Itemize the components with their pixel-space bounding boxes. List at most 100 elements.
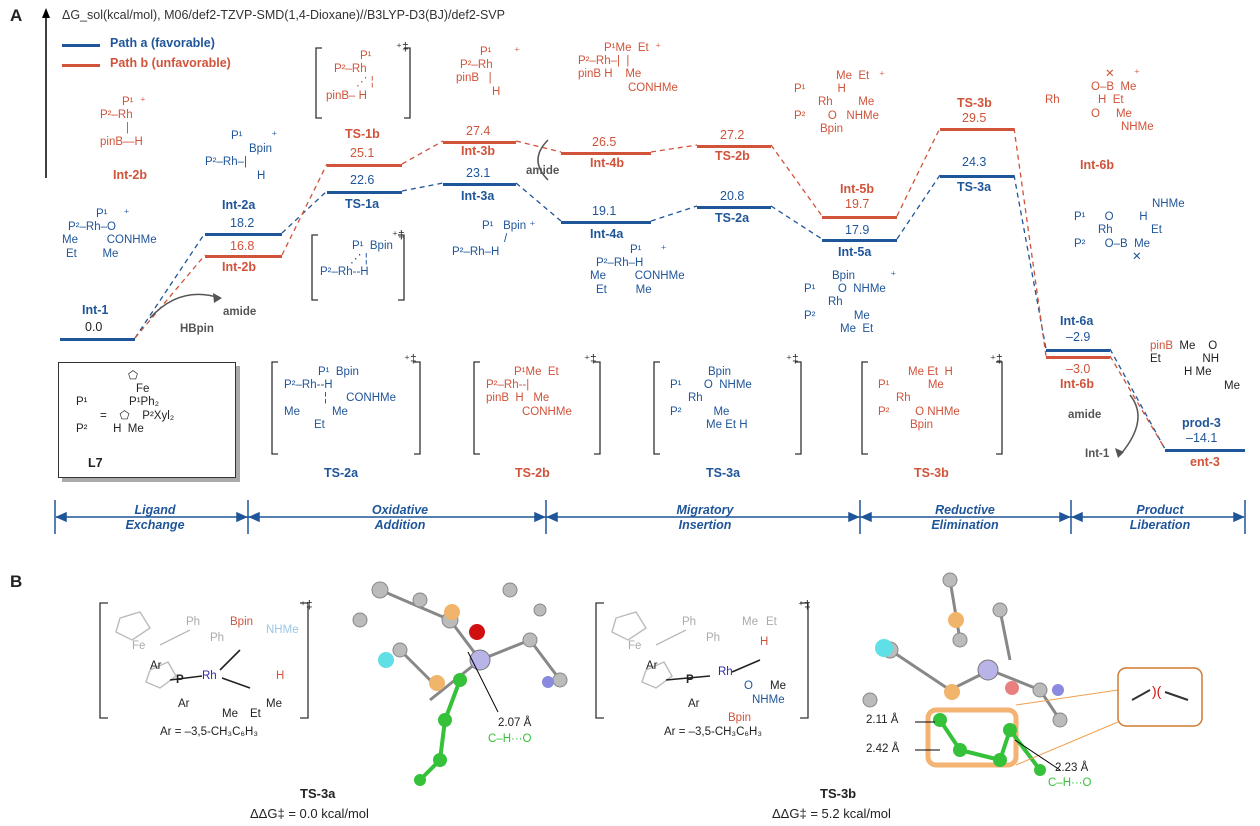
struct-ts-2b: P¹Me Et P²–Rh--| pinB H Me CONHMe xyxy=(486,366,572,418)
value-ts-3a: 24.3 xyxy=(962,155,987,169)
ts3b-2d-me2: Me xyxy=(770,680,786,692)
panel-b-letter: B xyxy=(10,572,23,591)
label-int-2a: Int-2a xyxy=(222,198,256,212)
label-int-3a: Int-3a xyxy=(461,189,495,203)
struct-int-5a: Bpin ⁺ P¹ O NHMe Rh P² Me Me Et xyxy=(804,270,897,335)
amide-release-note: amide xyxy=(223,306,257,318)
ts3b-2d-ar1: Ar xyxy=(646,660,658,672)
label-ts-1a: TS-1a xyxy=(345,197,380,211)
level-ts-3a xyxy=(940,175,1014,178)
label-int-3b: Int-3b xyxy=(461,144,496,158)
level-int-2b xyxy=(205,255,282,258)
struct-ts-2a: P¹ Bpin P²–Rh--H ¦ CONHMe Me Me Et xyxy=(284,366,397,431)
ts3a-2d-ar2: Ar xyxy=(178,698,190,710)
value-int-4a: 19.1 xyxy=(592,204,617,218)
ts3a-2d-ph1: Ph xyxy=(186,616,201,628)
struct-label-int-2b: Int-2b xyxy=(113,168,148,182)
level-int-2a xyxy=(205,233,282,236)
amide-note-mi: amide xyxy=(526,165,560,177)
svg-text:)(: )( xyxy=(1152,683,1162,699)
level-int-3b xyxy=(443,141,516,144)
struct-int-6b: ✕ ⁺ O–B Me Rh H Et O Me NHMe xyxy=(1045,68,1154,133)
label-int-5b: Int-5b xyxy=(840,182,875,196)
ligand-label: L7 xyxy=(88,456,103,470)
ligand-box xyxy=(58,362,236,478)
ts3b-2d-et: Et xyxy=(766,616,777,628)
ts3b-distance-1: 2.11 Å xyxy=(866,714,899,726)
ts3b-2d-bpin: Bpin xyxy=(728,712,752,724)
label-prod-3: prod-3 xyxy=(1182,416,1221,430)
label-int-4b: Int-4b xyxy=(590,156,625,170)
legend-label-path-b: Path b (unfavorable) xyxy=(110,56,231,70)
label-int-2b: Int-2b xyxy=(222,260,257,274)
ts3a-2d-ph2: Ph xyxy=(210,632,225,644)
ts3a-2d-h: H xyxy=(276,670,285,682)
value-int-6a: –2.9 xyxy=(1066,330,1091,344)
energy-axis-header: ΔG_sol(kcal/mol), M06/def2-TZVP-SMD(1,4-… xyxy=(62,8,505,22)
value-ts-2b: 27.2 xyxy=(720,128,745,142)
struct-int-3b: P¹ ⁺ P²–Rh pinB | H xyxy=(456,46,520,98)
ts3a-title: TS-3a xyxy=(300,786,336,801)
struct-int-5b: Me Et ⁺ P¹ H Rh Me P² O NHMe Bpin xyxy=(794,70,885,135)
ts3a-contact: C–H···O xyxy=(488,733,532,745)
level-int-5a xyxy=(822,239,897,242)
ts3a-distance: 2.07 Å xyxy=(498,717,532,729)
struct-int-6a: NHMe P¹ O H Rh Et P² O–B Me ✕ xyxy=(1074,198,1185,263)
ts3b-ddg: ΔΔG‡ = 5.2 kcal/mol xyxy=(772,806,891,821)
value-int-3b: 27.4 xyxy=(466,124,491,138)
value-ts-3b: 29.5 xyxy=(962,111,987,125)
ligand-structure: ⬠ Fe P¹ P¹Ph₂ = ⬠ P²Xyl₂ P² H Me xyxy=(76,370,175,435)
ts3a-ar-definition: Ar = –3,5-CH₃C₆H₃ xyxy=(160,726,259,738)
struct-label-ts-1b: TS-1b xyxy=(345,127,380,141)
legend-swatch-path-b xyxy=(62,64,100,67)
struct-ts-3b: Me Et H P¹ Me Rh P² O NHMe Bpin xyxy=(878,366,960,431)
ts3a-charge-b: ⁺‡ xyxy=(300,600,313,612)
ts3b-contact: C–H···O xyxy=(1048,777,1092,789)
ts3a-2d-bpin: Bpin xyxy=(230,616,254,628)
value-int-1: 0.0 xyxy=(85,320,103,334)
ts3a-2d-nhme: NHMe xyxy=(266,624,299,636)
ts2a-charge: ⁺‡ xyxy=(404,354,417,366)
struct-int-3a: P¹ Bpin ⁺ / P²–Rh–H xyxy=(452,220,536,259)
legend-swatch-path-a xyxy=(62,44,100,47)
ts3a-2d-me1: Me xyxy=(222,708,238,720)
ts3b-charge-b: ⁺‡ xyxy=(798,600,811,612)
struct-label-ts-2b: TS-2b xyxy=(515,466,550,480)
level-int-5b xyxy=(822,216,897,219)
level-ts-2b xyxy=(697,145,771,148)
level-int-3a xyxy=(443,183,516,186)
ts3a-2d-me2: Me xyxy=(266,698,282,710)
level-int-6a xyxy=(1046,349,1110,352)
struct-int-4a: P¹ ⁺ P²–Rh–H Me CONHMe Et Me xyxy=(590,244,685,296)
value-ts-1a: 22.6 xyxy=(350,173,375,187)
value-ts-2a: 20.8 xyxy=(720,189,745,203)
value-int-3a: 23.1 xyxy=(466,166,491,180)
level-int-1 xyxy=(60,338,135,341)
legend-label-path-a: Path a (favorable) xyxy=(110,36,215,50)
value-int-2b: 16.8 xyxy=(230,239,255,253)
ts3a-2d-et: Et xyxy=(250,708,261,720)
ts1a-charge: ⁺‡ xyxy=(392,230,405,242)
amide-out-note: amide xyxy=(1068,409,1102,421)
ts3a-2d-fe: Fe xyxy=(132,640,146,652)
value-int-6b: –3.0 xyxy=(1066,362,1091,376)
level-ts-1b xyxy=(327,164,402,167)
struct-label-ts-3b: TS-3b xyxy=(914,466,949,480)
ts2b-charge: ⁺‡ xyxy=(584,354,597,366)
ts3a-2d-p: P xyxy=(176,674,184,686)
ts3b-2d-h: H xyxy=(760,636,769,648)
ts3a-charge: ⁺‡ xyxy=(786,354,799,366)
label-ts-3b: TS-3b xyxy=(957,96,992,110)
struct-int-2a: P¹ ⁺ Bpin P²–Rh–| H xyxy=(205,130,278,182)
level-ts-2a xyxy=(697,206,771,209)
ts3b-2d-ph2: Ph xyxy=(706,632,721,644)
label-int-6b: Int-6b xyxy=(1060,377,1095,391)
struct-label-int-6b: Int-6b xyxy=(1080,158,1115,172)
ts3b-2d-ar2: Ar xyxy=(688,698,700,710)
